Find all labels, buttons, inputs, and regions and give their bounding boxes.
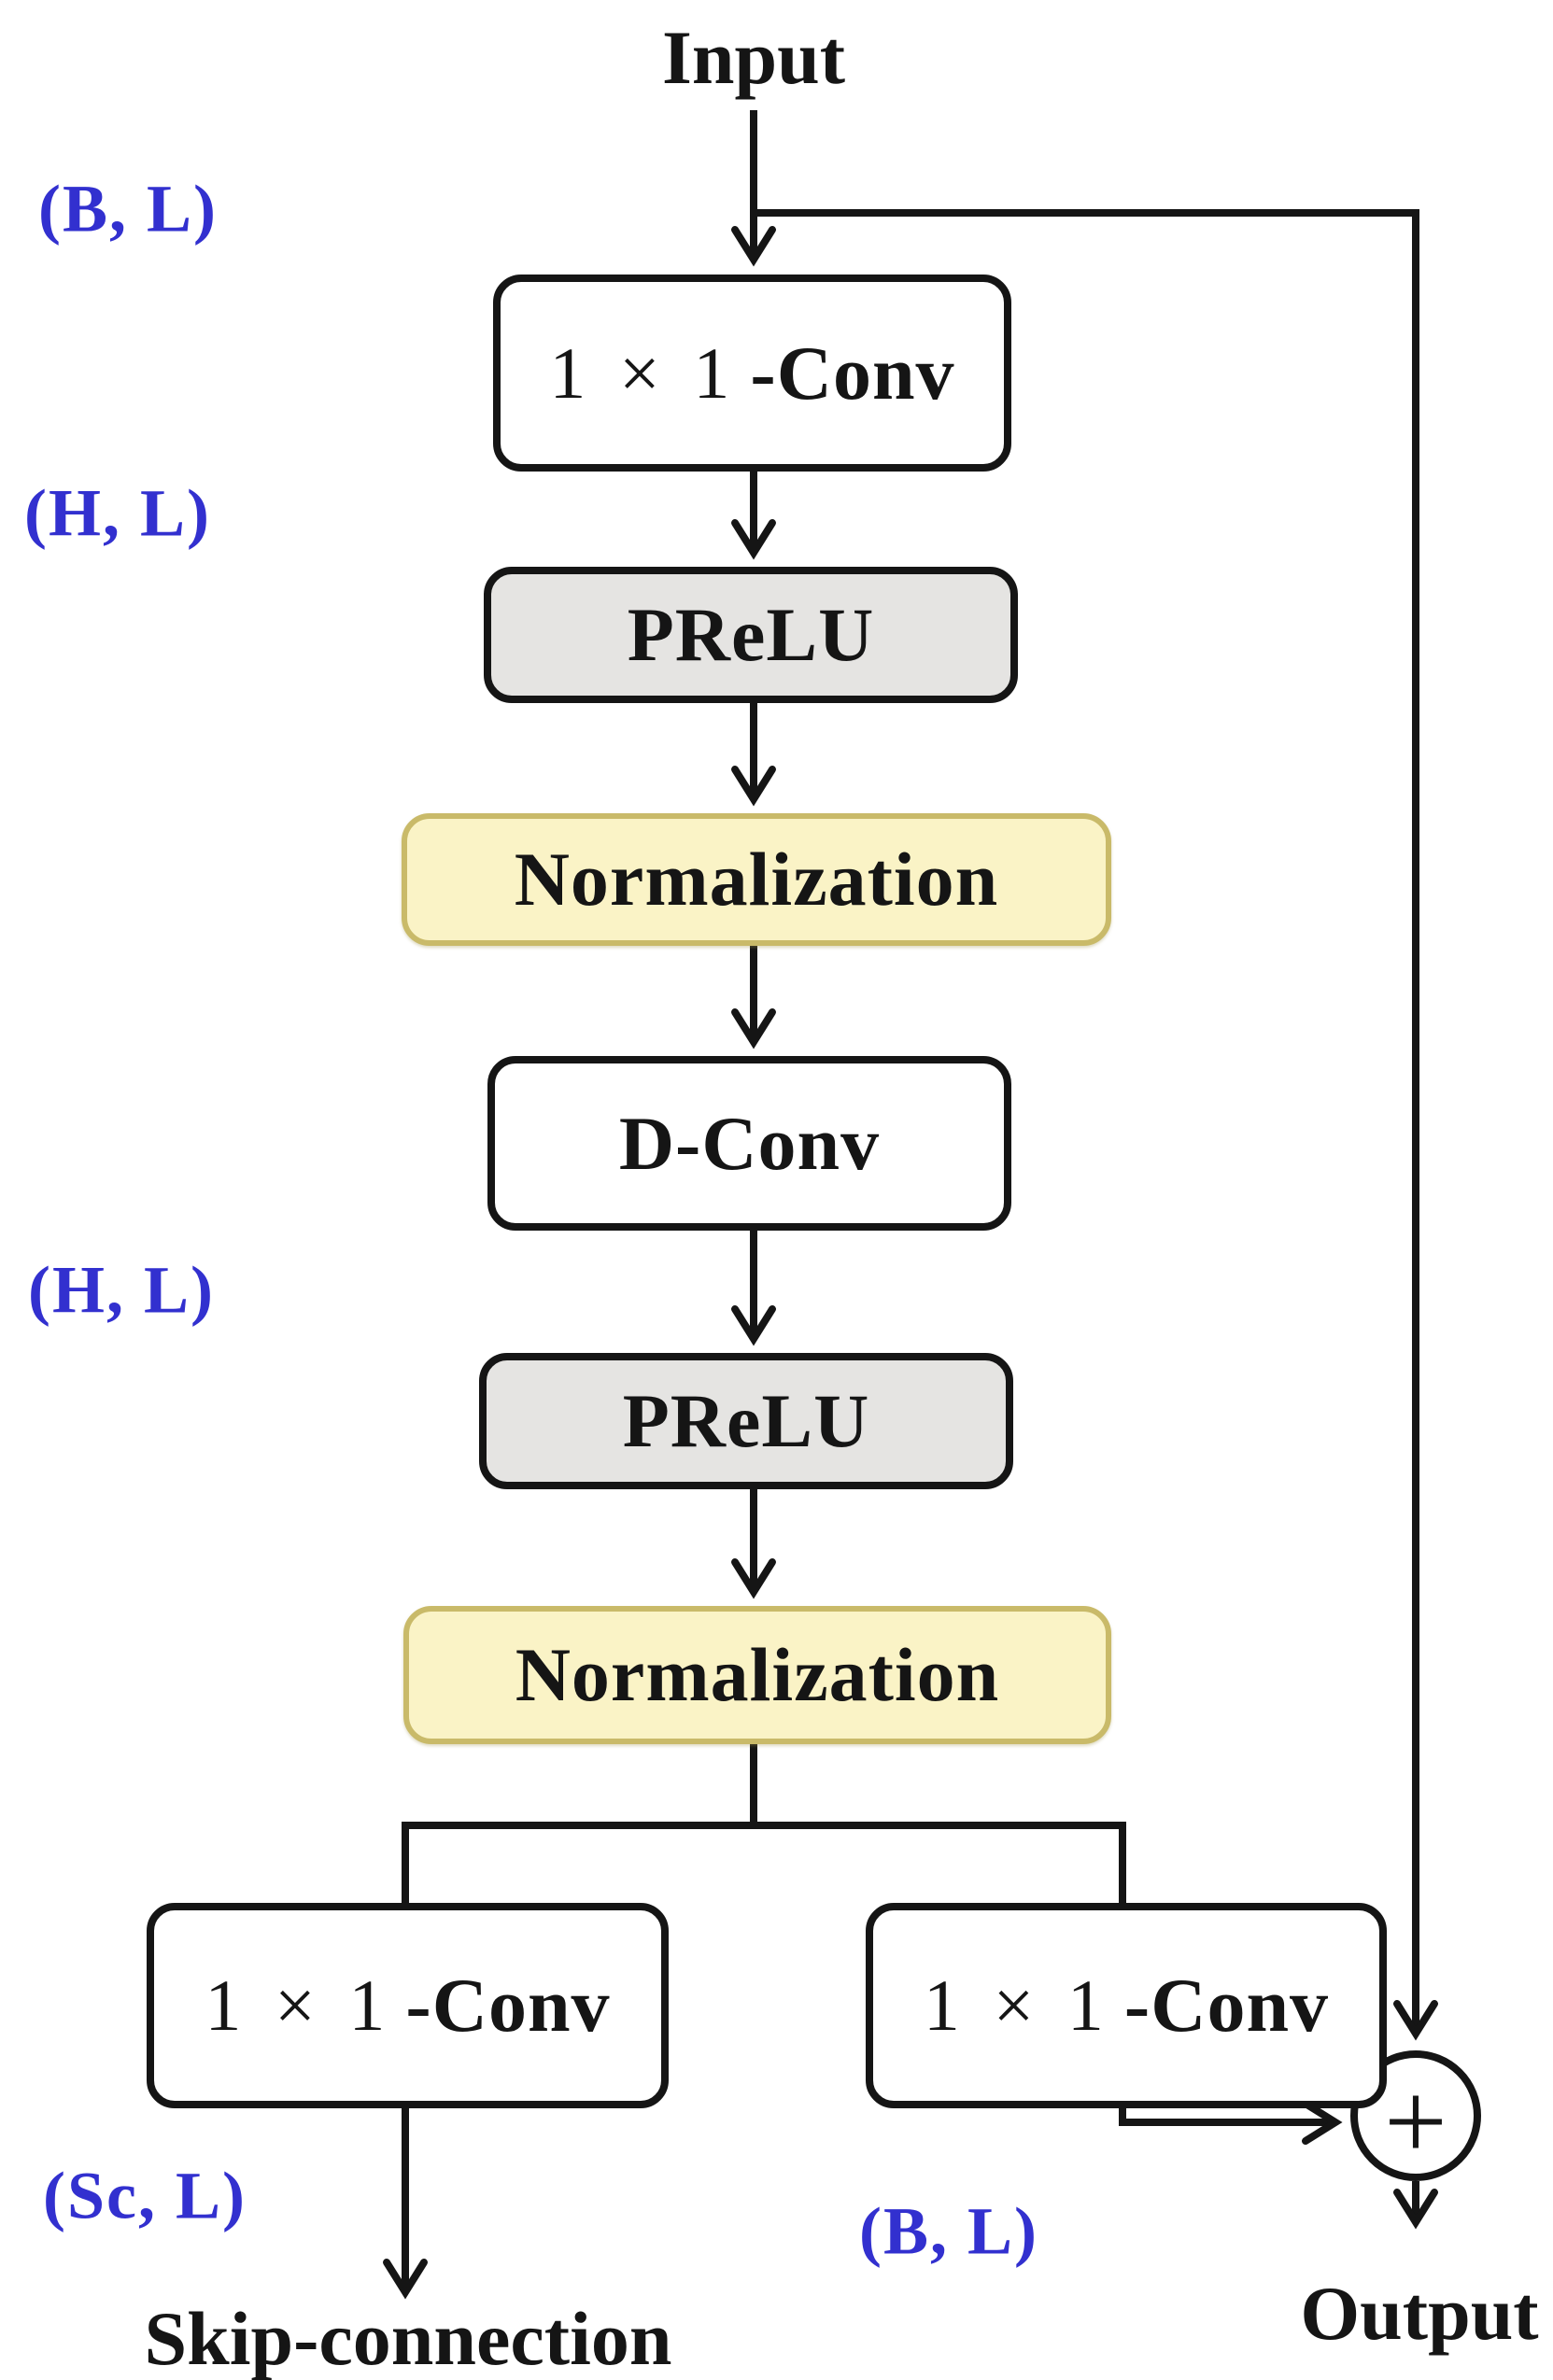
conv1x1-residual-suffix: -Conv: [1123, 1963, 1330, 2048]
conv1x1-residual-prefix: 1 × 1: [923, 1965, 1111, 2046]
dconv-label: D-Conv: [618, 1100, 881, 1186]
skip-connection-label: Skip-connection: [144, 2296, 672, 2380]
dim-label-skip-branch: (Sc, L): [43, 2158, 247, 2233]
split-line-left: [402, 1744, 757, 1903]
conv1x1-box-skip: 1 × 1-Conv: [147, 1903, 669, 2108]
conv1x1-skip-suffix: -Conv: [405, 1963, 611, 2048]
prelu-box-2: PReLU: [479, 1353, 1013, 1489]
output-label: Output: [1300, 2271, 1539, 2356]
normalization-2-label: Normalization: [515, 1632, 1000, 1717]
dim-label-input: (B, L): [38, 171, 218, 246]
prelu-box-1: PReLU: [484, 567, 1018, 703]
conv1x1-top-suffix: -Conv: [750, 330, 955, 415]
dim-label-after-dconv: (H, L): [28, 1252, 215, 1328]
split-line-right: [754, 1822, 1126, 1903]
arrow-convres-to-sum: [1119, 2100, 1343, 2145]
dim-label-residual-branch: (B, L): [859, 2193, 1038, 2269]
sum-plus-symbol: +: [1384, 2060, 1447, 2184]
normalization-box-2: Normalization: [403, 1606, 1111, 1744]
residual-skip-line: [754, 209, 1438, 2041]
conv1x1-box-top: 1 × 1-Conv: [493, 275, 1011, 472]
dim-label-after-conv1: (H, L): [24, 475, 211, 551]
conv1x1-box-residual: 1 × 1-Conv: [866, 1903, 1387, 2108]
dconv-box: D-Conv: [487, 1056, 1011, 1231]
conv1x1-top-prefix: 1 × 1: [549, 331, 738, 414]
prelu-2-label: PReLU: [622, 1378, 870, 1463]
conv1x1-skip-prefix: 1 × 1: [205, 1965, 393, 2046]
normalization-1-label: Normalization: [514, 837, 999, 922]
normalization-box-1: Normalization: [402, 813, 1111, 946]
input-label: Input: [661, 15, 846, 100]
prelu-1-label: PReLU: [627, 592, 875, 677]
